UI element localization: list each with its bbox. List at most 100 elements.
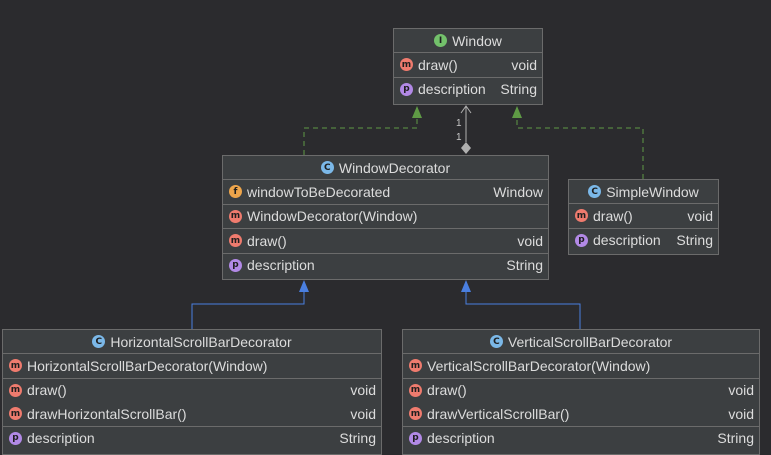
member-section: f windowToBeDecorated Window — [223, 180, 548, 205]
abstract-class-icon: C — [320, 161, 334, 174]
member-name: draw() — [27, 382, 67, 399]
class-name: HorizontalScrollBarDecorator — [110, 333, 292, 350]
member-row[interactable]: f windowToBeDecorated Window — [223, 180, 548, 204]
member-name: description — [247, 257, 315, 274]
member-row[interactable]: m draw() void — [3, 379, 381, 403]
member-name: windowToBeDecorated — [247, 183, 391, 200]
member-row[interactable]: m draw() void — [394, 53, 542, 77]
interface-icon: I — [434, 34, 448, 47]
member-type: void — [517, 232, 543, 249]
class-name: VerticalScrollBarDecorator — [507, 333, 673, 350]
member-name: description — [418, 81, 486, 98]
property-icon: p — [229, 258, 242, 272]
member-row[interactable]: m draw() void — [569, 204, 718, 228]
member-section: p description String — [394, 78, 542, 102]
property-icon: p — [9, 431, 22, 445]
member-row[interactable]: p description String — [394, 78, 542, 102]
method-icon: m — [9, 407, 22, 421]
member-name: description — [427, 430, 495, 447]
class-icon: C — [489, 335, 503, 348]
generalization-horizontal-to-decorator — [191, 292, 305, 329]
member-row[interactable]: m WindowDecorator(Window) — [223, 205, 548, 229]
member-type: String — [506, 257, 543, 274]
realization-arrowhead-simplewindow — [512, 106, 522, 118]
member-row[interactable]: m draw() void — [403, 379, 759, 403]
member-type: void — [728, 405, 754, 422]
class-icon: C — [92, 335, 106, 348]
class-name: WindowDecorator — [338, 159, 451, 176]
member-type: void — [511, 56, 537, 73]
class-header[interactable]: C WindowDecorator — [223, 156, 548, 180]
member-section: p description String — [223, 254, 548, 278]
member-type: void — [350, 405, 376, 422]
class-header[interactable]: C HorizontalScrollBarDecorator — [3, 330, 381, 354]
member-name: description — [27, 430, 95, 447]
generalization-arrowhead-vertical — [461, 280, 471, 292]
field-icon: f — [229, 185, 242, 199]
member-row[interactable]: p description String — [3, 427, 381, 451]
method-icon: m — [409, 407, 422, 421]
property-icon: p — [575, 233, 588, 247]
member-type: void — [728, 382, 754, 399]
class-window[interactable]: I Window m draw() void p description String — [393, 28, 543, 105]
method-abstract-icon: m — [400, 58, 413, 72]
member-row[interactable]: m draw() void — [223, 229, 548, 253]
method-icon: m — [9, 383, 22, 397]
method-icon: m — [229, 209, 242, 223]
member-type: void — [687, 207, 713, 224]
member-name: description — [593, 232, 661, 249]
class-header[interactable]: I Window — [394, 29, 542, 53]
realization-simplewindow-to-window — [516, 118, 644, 179]
member-row[interactable]: p description String — [223, 254, 548, 278]
class-name: Window — [452, 32, 502, 49]
property-icon: p — [400, 82, 413, 96]
member-type: String — [339, 430, 376, 447]
class-header[interactable]: C SimpleWindow — [569, 180, 718, 204]
class-header[interactable]: C VerticalScrollBarDecorator — [403, 330, 759, 354]
method-icon: m — [9, 359, 22, 373]
aggregation-open-arrow — [460, 105, 472, 114]
member-section: p description String — [3, 427, 381, 451]
member-type: void — [350, 382, 376, 399]
member-type: Window — [493, 183, 543, 200]
member-name: VerticalScrollBarDecorator(Window) — [427, 357, 651, 374]
generalization-arrowhead-horizontal — [299, 280, 309, 292]
member-section: p description String — [569, 229, 718, 253]
property-icon: p — [409, 431, 422, 445]
member-section: m draw() void — [223, 229, 548, 254]
member-row[interactable]: p description String — [569, 229, 718, 253]
class-name: SimpleWindow — [606, 183, 699, 200]
member-section: m draw() void — [394, 53, 542, 78]
class-vertical-scroll-bar-decorator[interactable]: C VerticalScrollBarDecorator m VerticalScro… — [402, 329, 760, 455]
member-name: draw() — [418, 56, 458, 73]
member-section: m VerticalScrollBarDecorator(Window) — [403, 354, 759, 379]
class-icon: C — [588, 185, 602, 198]
member-name: draw() — [427, 382, 467, 399]
member-name: WindowDecorator(Window) — [247, 208, 418, 225]
method-icon: m — [409, 383, 422, 397]
generalization-vertical-to-decorator — [465, 292, 581, 329]
method-icon: m — [575, 209, 588, 223]
method-icon: m — [229, 234, 242, 248]
member-row[interactable]: m VerticalScrollBarDecorator(Window) — [403, 354, 759, 378]
class-simple-window[interactable]: C SimpleWindow m draw() void p description Stri… — [568, 179, 719, 255]
multiplicity-window-end: 1 — [456, 118, 462, 129]
member-type: String — [676, 232, 713, 249]
method-icon: m — [409, 359, 422, 373]
member-name: draw() — [247, 232, 287, 249]
member-name: draw() — [593, 207, 633, 224]
realization-arrowhead-decorator — [412, 106, 422, 118]
member-type: String — [500, 81, 537, 98]
multiplicity-decorator-end: 1 — [456, 132, 462, 143]
aggregation-diamond — [461, 142, 471, 154]
